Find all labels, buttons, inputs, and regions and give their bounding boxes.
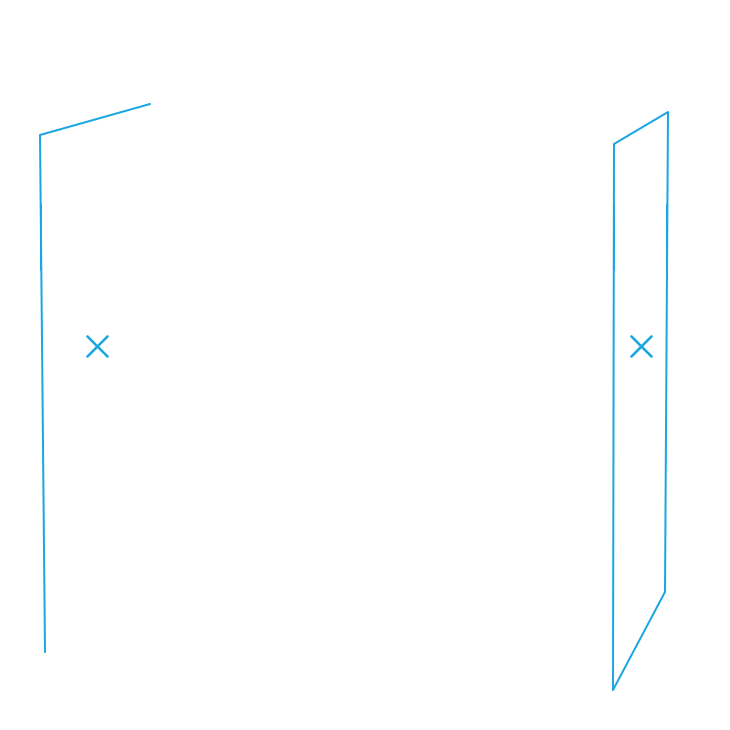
left-panel-outline (39, 103, 151, 653)
left-panel-x-marker-icon[interactable] (86, 335, 109, 358)
right-panel-x-marker-icon[interactable] (630, 335, 653, 358)
right-panel (612, 111, 669, 691)
left-panel (39, 103, 151, 653)
right-panel-outline (612, 111, 669, 691)
